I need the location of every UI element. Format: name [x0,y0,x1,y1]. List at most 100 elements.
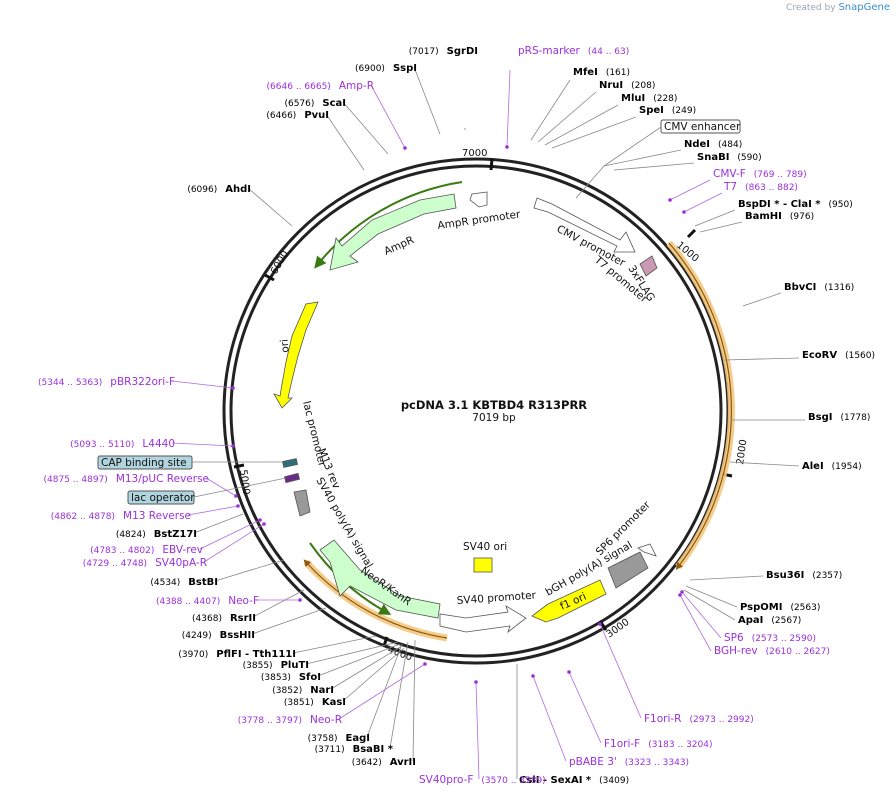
site-position: (7017) [409,47,439,57]
leader-alei [729,461,800,467]
site-name: BsaBI * [353,744,394,755]
site-label-alei[interactable]: AleI(1954) [802,461,862,472]
site-label-bghrev[interactable]: BGH-rev(2610 .. 2627) [714,645,830,657]
site-label-pbabe[interactable]: pBABE 3' (3323 .. 3343) [569,756,689,768]
leader-ahdi [247,187,293,227]
site-label-ampr[interactable]: (6646 .. 6665)Amp-R [267,80,374,92]
site-name: pBABE 3' [569,756,617,768]
site-position: (4249) [182,631,212,641]
site-name: SspI [393,63,417,74]
site-label-bbvci[interactable]: BbvCI(1316) [784,282,854,293]
site-label-bspdi[interactable]: BspDI * - ClaI *(950) [738,199,853,210]
site-label-m13rev[interactable]: (4862 .. 4878)M13 Reverse [51,510,191,522]
site-position: (3570 .. 3589) [481,776,545,786]
site-name: SfoI [299,672,321,683]
site-name: BspDI * - ClaI * [738,199,821,210]
site-position: (4824) [116,530,146,540]
site-label-pvui[interactable]: (6466)PvuI [266,110,329,121]
primer-mark-sv40par [262,522,266,526]
site-label-neor[interactable]: (3778 .. 3797)Neo-R [238,714,342,726]
site-name: MluI [621,93,645,104]
leader-mfei [530,79,571,141]
site-name: BbvCI [784,282,816,293]
site-name: F1ori-R [644,713,681,725]
site-position: (6576) [284,99,314,109]
site-label-prs[interactable]: pRS-marker(44 .. 63) [518,45,629,57]
site-label-cmvf[interactable]: CMV-F(769 .. 789) [713,168,807,180]
site-label-mfei[interactable]: MfeI(161) [573,67,630,78]
site-label-mlui[interactable]: MluI(228) [621,93,677,104]
site-label-ahdi[interactable]: (6096)AhdI [187,184,251,195]
site-position: (3323 .. 3343) [625,758,689,768]
leader-avrii [412,639,416,762]
leader-bstbi [214,559,285,582]
lac-operator-label: lac operator [131,492,195,504]
site-label-l4440[interactable]: (5093 .. 5110)L4440 [70,438,175,450]
site-label-csii[interactable]: CsiI - SexAI *(3409) [519,775,629,786]
site-label-sv40par[interactable]: (4729 .. 4748)SV40pA-R [83,557,207,569]
site-label-kasi[interactable]: (3851)KasI [284,697,346,708]
site-label-bamhi[interactable]: BamHI(976) [745,211,814,222]
site-name: SpeI [639,105,664,116]
site-label-ebvrev[interactable]: (4783 .. 4802)EBV-rev [90,544,203,556]
site-label-sgrdi[interactable]: (7017)SgrDI [409,46,478,57]
site-name: M13/pUC Reverse [116,473,209,485]
site-position: (3970) [178,650,208,660]
primer-mark-l4440 [231,444,235,448]
site-label-ndei[interactable]: NdeI(484) [684,139,742,150]
site-position: (3758) [308,734,338,744]
site-label-scai[interactable]: (6576)ScaI [284,98,346,109]
site-position: (2973 .. 2992) [689,715,753,725]
site-label-bstbi[interactable]: (4534)BstBI [150,577,218,588]
site-label-pflfi[interactable]: (3970)PflFI - Tth111I [178,649,296,660]
site-position: (44 .. 63) [588,47,629,57]
site-label-pspomi[interactable]: PspOMI(2563) [740,602,820,613]
site-label-m13puc[interactable]: (4875 .. 4897)M13/pUC Reverse [44,473,209,485]
site-position: (863 .. 882) [745,183,798,193]
site-label-bsu36i[interactable]: Bsu36I(2357) [766,570,842,581]
site-label-bsgi[interactable]: BsgI(1778) [808,412,870,423]
site-label-rsrii[interactable]: (4368)RsrII [192,613,256,624]
leader-pluti [305,641,399,665]
site-label-sp6[interactable]: SP6(2573 .. 2590) [724,632,816,644]
site-label-f1orif[interactable]: F1ori-F(3183 .. 3204) [604,738,713,750]
site-label-nari[interactable]: (3852)NarI [272,685,334,696]
leader-sfoi [317,643,401,677]
site-label-pluti[interactable]: (3855)PluTI [243,660,309,671]
site-label-ecorv[interactable]: EcoRV(1560) [802,350,875,361]
site-label-t7[interactable]: T7(863 .. 882) [723,181,798,193]
site-label-snabi[interactable]: SnaBI(590) [697,152,762,163]
site-position: (484) [718,140,742,150]
site-label-spei[interactable]: SpeI(249) [639,105,696,116]
site-label-bstz17i[interactable]: (4824)BstZ17I [116,529,197,540]
site-label-nrui[interactable]: NruI(208) [599,80,655,91]
primer-mark-ebvrev [258,518,262,522]
site-name: KasI [322,697,346,708]
primer-mark-cmvf [668,198,672,202]
leader-bamhi [699,221,743,233]
site-label-bsshii[interactable]: (4249)BssHII [182,630,255,641]
site-position: (4368) [192,614,222,624]
leader-sspi [413,66,441,135]
site-label-apai[interactable]: ApaI(2567) [738,615,801,626]
site-label-sfoi[interactable]: (3853) SfoI [261,672,321,683]
ori-label: ori [278,339,291,354]
tick-7000: 7000 [462,148,487,159]
site-label-sv40pro[interactable]: SV40pro-F(3570 .. 3589) [419,774,546,786]
ampr-promoter-label: AmpR promoter [437,208,522,232]
site-position: (3853) [261,673,291,683]
site-label-f1orir[interactable]: F1ori-R (2973 .. 2992) [644,713,754,725]
tick-2000: 2000 [735,439,749,466]
leader-ampr [370,84,406,149]
site-position: (3711) [315,745,345,755]
site-label-neof[interactable]: (4388 .. 4407)Neo-F [156,595,259,607]
cmv-promoter-arrow [533,197,636,253]
site-label-avrii[interactable]: (3642)AvrII [352,757,416,768]
site-label-bsabi[interactable]: (3711) BsaBI * [315,744,394,755]
primer-mark-f1orir [598,622,602,626]
site-position: (2573 .. 2590) [752,634,816,644]
site-label-eagi[interactable]: (3758)EagI [308,733,370,744]
site-position: (2563) [790,603,820,613]
site-label-pbr322[interactable]: (5344 .. 5363)pBR322ori-F [38,376,175,388]
site-label-sspi[interactable]: (6900)SspI [355,63,417,74]
